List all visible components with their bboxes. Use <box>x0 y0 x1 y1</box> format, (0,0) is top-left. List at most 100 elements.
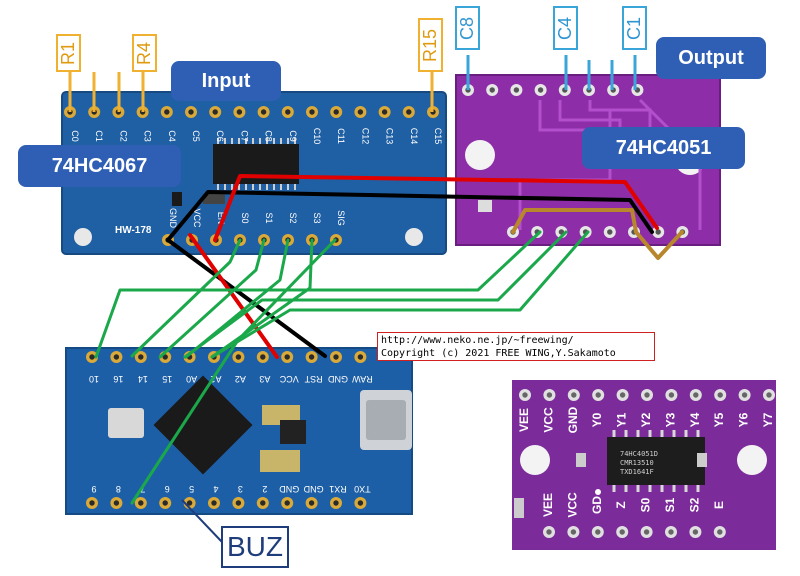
pin-label: Y3 <box>663 412 677 427</box>
pin-label: VCC <box>279 374 299 384</box>
pin-label: RX1 <box>329 484 347 494</box>
output-pin-leaders <box>466 55 637 90</box>
pin-label: A3 <box>259 374 270 384</box>
board-name: ProMicro <box>41 430 56 482</box>
mounting-hole <box>465 140 495 170</box>
copyright-text: Copyright (c) 2021 FREE WING,Y.Sakamoto <box>381 348 616 359</box>
pin-label: S2 <box>288 212 298 223</box>
pin-label: SIG <box>336 210 346 226</box>
pin-label: S0 <box>240 212 250 223</box>
mounting-hole <box>405 228 423 246</box>
pin-label: Z <box>614 501 628 508</box>
pin-label: S2 <box>687 497 701 512</box>
pin-label: VEE <box>541 493 555 517</box>
channel-label: C9 <box>288 130 298 142</box>
chip-4067-callout: 74HC4067 <box>18 145 181 187</box>
pin-label: VCC <box>565 492 579 518</box>
pin-label: GND <box>303 484 324 494</box>
vcc-wire-top <box>213 174 659 242</box>
chip-marking: CMR13510 <box>620 459 654 467</box>
channel-label: C6 <box>215 130 225 142</box>
pin-label: 2 <box>262 484 267 494</box>
channel-label: C15 <box>433 128 443 145</box>
chip-4051-callout: 74HC4051 <box>582 127 745 169</box>
gnd-wire-promicro <box>166 238 327 358</box>
chip-marking: TXD1641F <box>620 468 654 476</box>
output-callout: Output <box>656 37 766 79</box>
pin-label: Y0 <box>590 412 604 427</box>
pin-label: GND <box>566 406 580 433</box>
pin-label: S0 <box>639 497 653 512</box>
gnd-wire-top <box>166 190 654 242</box>
pin-label: 5 <box>189 484 194 494</box>
pin-label: E <box>712 501 726 509</box>
channel-label: C3 <box>143 130 153 142</box>
tag-r1: R1 <box>56 34 81 72</box>
pin-label: Y2 <box>639 412 653 427</box>
mounting-hole <box>520 445 550 475</box>
pin-label: Y4 <box>688 412 702 427</box>
crystal <box>108 408 144 438</box>
tag-c1: C1 <box>622 6 647 50</box>
vcc-wire-promicro <box>188 233 279 359</box>
pin-label: VEE <box>517 408 531 432</box>
tag-c4: C4 <box>553 6 578 50</box>
pin-label: VCC <box>541 407 555 433</box>
wires <box>94 174 684 505</box>
capacitor <box>260 450 300 472</box>
pin-label: RST <box>304 374 323 384</box>
tag-r4: R4 <box>132 34 157 72</box>
buz-leader <box>181 499 223 543</box>
pin-label: Y6 <box>737 412 751 427</box>
pin-label: GND <box>168 208 178 229</box>
pin-label: Y5 <box>712 412 726 427</box>
channel-label: C13 <box>385 128 395 145</box>
input-callout: Input <box>171 61 281 101</box>
mux8-chip <box>607 437 705 485</box>
channel-label: C0 <box>70 130 80 142</box>
channel-label: C1 <box>94 130 104 142</box>
copyright-url: http://www.neko.ne.jp/~freewing/ <box>381 335 574 346</box>
output-sig-wire <box>511 208 684 260</box>
pin-label: 3 <box>238 484 243 494</box>
pin-label: 16 <box>113 374 123 384</box>
pin-label: VCC <box>192 208 202 228</box>
pin-label: Y7 <box>761 412 775 427</box>
copyright-box: http://www.neko.ne.jp/~freewing/ Copyrig… <box>377 332 655 361</box>
buz-callout: BUZ <box>221 526 289 568</box>
channel-label: C4 <box>167 130 177 142</box>
input-pin-leaders <box>68 72 434 112</box>
pin-label: 6 <box>165 484 170 494</box>
mounting-hole <box>74 228 92 246</box>
select-wires <box>94 230 590 505</box>
pin-label: S3 <box>312 212 322 223</box>
pin-label: 4 <box>213 484 218 494</box>
pin-label: 10 <box>89 374 99 384</box>
channel-label: C2 <box>118 130 128 142</box>
pin-label: Y1 <box>615 412 629 427</box>
channel-label: C14 <box>409 128 419 145</box>
pin-label: TX0 <box>354 484 371 494</box>
pin-label: GND <box>279 484 300 494</box>
chip-marking: 74HC4051D <box>620 450 658 458</box>
channel-label: C7 <box>239 130 249 142</box>
channel-label: C8 <box>264 130 274 142</box>
channel-label: C11 <box>336 128 346 144</box>
pin-label: 14 <box>138 374 148 384</box>
tag-r15: R15 <box>418 18 443 72</box>
pin-label: 8 <box>116 484 121 494</box>
pin-label: 15 <box>162 374 172 384</box>
pin-label: A0 <box>186 374 197 384</box>
pin-label: GD <box>590 496 604 514</box>
tag-c8: C8 <box>455 6 480 50</box>
mounting-hole <box>737 445 767 475</box>
pin-label: S1 <box>264 212 274 223</box>
board-model-label: HW-178 <box>115 225 152 236</box>
pin-label: 9 <box>91 484 96 494</box>
pin-label: GND <box>328 374 349 384</box>
pin-label: RAW <box>352 374 373 384</box>
